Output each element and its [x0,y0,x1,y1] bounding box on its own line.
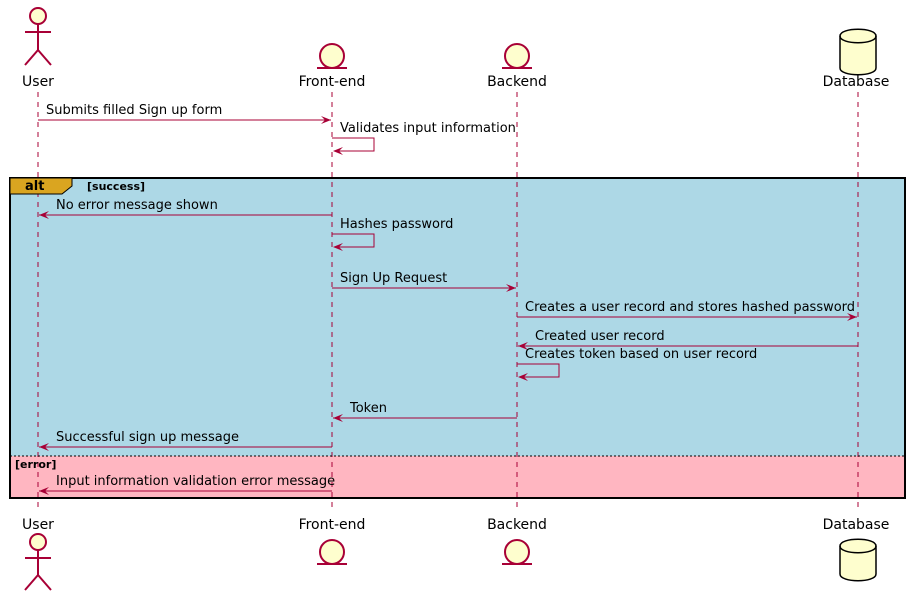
arrowhead-icon [847,313,857,321]
message-4: Sign Up Request [332,271,516,292]
message-label: Created user record [535,329,665,344]
participant-user-top: User [22,7,54,90]
message-label: No error message shown [56,198,218,213]
message-label: Hashes password [340,217,453,232]
message-3: Hashes password [332,217,453,251]
entity-icon [504,539,530,565]
message-1: Validates input information [332,121,516,155]
arrowhead-icon [321,116,331,124]
messages: Submits filled Sign up form Validates in… [38,103,858,495]
lifelines [37,92,859,512]
arrowhead-icon [39,443,49,451]
arrowhead-icon [333,147,343,155]
participant-frontend-bottom: Front-end [299,517,366,565]
entity-icon [319,539,345,565]
participant-database-top: Database [823,28,890,90]
message-5: Creates a user record and stores hashed … [517,300,857,321]
message-label: Creates a user record and stores hashed … [525,300,855,315]
message-label: Validates input information [340,121,516,136]
message-arrow [332,233,375,248]
alt-tab [9,177,73,195]
message-label: Sign Up Request [340,271,447,286]
message-label: Submits filled Sign up form [46,103,222,118]
message-label: Input information validation error messa… [56,474,335,489]
alt-frame [9,177,906,499]
message-label: Token [349,401,387,416]
participant-label-backend: Backend [487,517,547,533]
participant-label-user: User [22,74,54,90]
database-icon [839,538,877,582]
entity-icon [504,43,530,69]
participant-label-frontend: Front-end [299,74,366,90]
actor-head-icon [29,533,47,551]
participant-backend-bottom: Backend [487,517,547,565]
participant-label-database: Database [823,517,890,533]
arrowhead-icon [333,243,343,251]
alt-label: alt [25,179,44,194]
arrowhead-icon [39,211,49,219]
message-7: Creates token based on user record [517,347,757,381]
participant-label-database: Database [823,74,890,90]
message-6: Created user record [518,329,858,350]
message-8: Token [333,401,517,422]
message-0: Submits filled Sign up form [38,103,331,124]
database-icon [839,28,877,76]
message-label: Creates token based on user record [525,347,757,362]
participant-database-bottom: Database [823,517,890,582]
message-label: Successful sign up message [56,430,239,445]
actor-head-icon [29,7,47,25]
actor-body-icon [24,24,52,66]
arrowhead-icon [333,414,343,422]
participant-label-user: User [22,517,54,533]
participant-label-backend: Backend [487,74,547,90]
alt-guard-error: [error] [15,458,56,471]
message-10: Input information validation error messa… [39,474,335,495]
message-arrow [332,137,375,152]
message-2: No error message shown [39,198,332,219]
arrowhead-icon [39,487,49,495]
participant-backend-top: Backend [487,43,547,90]
arrowhead-icon [506,284,516,292]
database-rim-icon [839,35,877,44]
participant-user-bottom: User [22,517,54,591]
alt-guard-success: [success] [87,180,145,193]
entity-icon [319,43,345,69]
actor-body-icon [24,550,52,591]
arrowhead-icon [518,373,528,381]
arrowhead-icon [518,342,528,350]
participant-frontend-top: Front-end [299,43,366,90]
message-9: Successful sign up message [39,430,332,451]
database-rim-icon [839,545,877,554]
participant-label-frontend: Front-end [299,517,366,533]
message-arrow [517,363,560,378]
